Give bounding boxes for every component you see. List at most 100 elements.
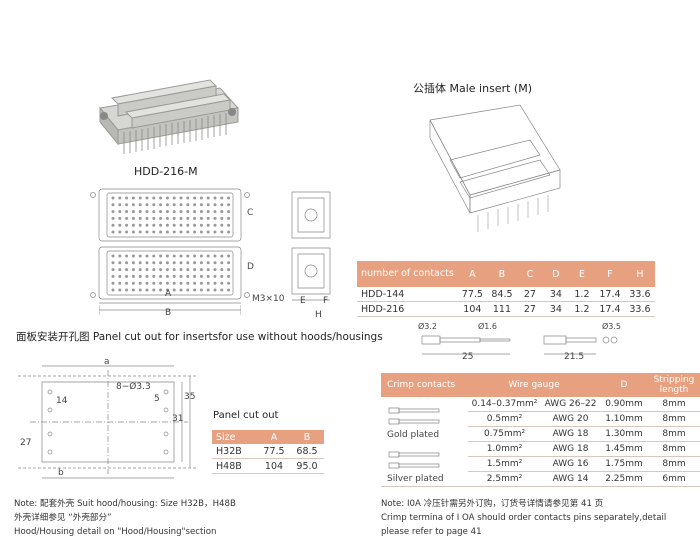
contact-hole — [206, 261, 210, 265]
contact-hole — [118, 223, 122, 227]
contact-hole — [227, 281, 231, 285]
contact-hole — [118, 203, 122, 207]
contact-hole — [213, 254, 217, 258]
contact-hole — [172, 288, 176, 292]
contact-hole — [227, 210, 231, 214]
contact-hole — [227, 261, 231, 265]
contact-hole — [193, 268, 197, 272]
crimp-header-contacts: Crimp contacts — [381, 373, 468, 397]
contact-hole — [145, 288, 149, 292]
spec-header-e: E — [568, 261, 595, 287]
spec-row: HDD-216 104 111 27 34 1.2 17.4 33.6 — [357, 301, 655, 317]
contact-hole — [172, 203, 176, 207]
crimp-cell: 1.30mm — [600, 426, 648, 442]
spec-cell: 84.5 — [486, 287, 517, 302]
crimp-cell: 1.75mm — [600, 456, 648, 472]
note-right-line: please refer to page 41 — [381, 527, 482, 537]
crimp-cell: 0.5mm² — [468, 411, 542, 427]
contact-hole — [165, 223, 169, 227]
contact-hole — [125, 216, 129, 220]
spec-cell: 104 — [457, 301, 487, 317]
contact-hole — [159, 261, 163, 265]
contact-hole — [131, 223, 135, 227]
contact-hole — [206, 254, 210, 258]
contact-hole — [138, 230, 142, 234]
crimp-cell: AWG 26–22 — [541, 397, 600, 412]
contact-hole — [179, 210, 183, 214]
panel-cut-row: H48B 104 95.0 — [212, 458, 324, 474]
contact-hole — [179, 230, 183, 234]
contact-hole — [172, 210, 176, 214]
crimp-cell: 1.5mm² — [468, 456, 542, 472]
contact-hole — [111, 268, 115, 272]
spec-header-f: F — [594, 261, 625, 287]
panel-cut-header-b: B — [290, 430, 324, 444]
contact-hole — [111, 288, 115, 292]
contact-hole — [220, 210, 224, 214]
contact-hole — [172, 281, 176, 285]
contact-hole — [186, 223, 190, 227]
silver-plated-label: Silver plated — [387, 474, 444, 484]
contact-hole — [159, 203, 163, 207]
contact-hole — [213, 281, 217, 285]
spec-header-h: H — [624, 261, 655, 287]
contact-hole — [206, 281, 210, 285]
contact-hole — [159, 223, 163, 227]
contact-hole — [172, 196, 176, 200]
contact-hole — [213, 196, 217, 200]
contact-hole — [206, 288, 210, 292]
silver-pins-cell: Silver plated — [381, 441, 468, 487]
crimp-cell: 0.14–0.37mm² — [468, 397, 542, 412]
contact-hole — [220, 261, 224, 265]
crimp-row: 0.75mm² AWG 18 1.30mm 8mm — [381, 426, 700, 442]
panel-cut-cell: 77.5 — [258, 444, 290, 459]
spec-cell: 111 — [486, 301, 517, 317]
contact-hole — [118, 216, 122, 220]
product-name: HDD-216-M — [134, 165, 198, 178]
product-photo — [90, 70, 240, 160]
contact-hole — [213, 274, 217, 278]
contact-hole — [131, 268, 135, 272]
crimp-cell: 8mm — [648, 411, 700, 427]
contact-hole — [138, 261, 142, 265]
contact-hole — [145, 223, 149, 227]
contact-hole — [193, 274, 197, 278]
contact-hole — [118, 254, 122, 258]
contact-hole — [125, 196, 129, 200]
spec-cell: HDD-144 — [357, 287, 458, 302]
contact-hole — [111, 230, 115, 234]
contact-hole — [165, 254, 169, 258]
crimp-header-wire-gauge: Wire gauge — [468, 373, 600, 397]
crimp-cell: 8mm — [648, 397, 700, 412]
contact-hole — [165, 281, 169, 285]
contact-hole — [118, 196, 122, 200]
contact-hole — [145, 254, 149, 258]
contact-hole — [193, 230, 197, 234]
contact-hole — [186, 281, 190, 285]
contact-hole — [145, 230, 149, 234]
contact-hole — [172, 268, 176, 272]
contact-hole — [213, 203, 217, 207]
contact-hole — [138, 216, 142, 220]
contact-hole — [179, 268, 183, 272]
panel-cut-table: Size A B H32B 77.5 68.5 H48B 104 95.0 — [212, 430, 324, 474]
contact-hole — [125, 254, 129, 258]
contact-hole — [199, 203, 203, 207]
cutout-dim-b: b — [58, 468, 64, 478]
front-view-drawing: A — [85, 185, 255, 305]
spec-cell: HDD-216 — [357, 301, 458, 317]
spec-cell: 27 — [516, 287, 543, 302]
contact-hole — [179, 216, 183, 220]
spec-cell: 1.2 — [568, 287, 595, 302]
contact-hole — [213, 261, 217, 265]
contact-hole — [193, 261, 197, 265]
crimp-cell: AWG 18 — [541, 441, 600, 457]
contact-hole — [186, 254, 190, 258]
contact-hole — [165, 210, 169, 214]
contact-hole — [138, 203, 142, 207]
contact-hole — [165, 230, 169, 234]
note-left-line: 外壳详细参见 “外壳部分” — [14, 513, 112, 523]
contact-hole — [111, 216, 115, 220]
silver-pin-icon — [387, 450, 447, 474]
contact-hole — [111, 261, 115, 265]
